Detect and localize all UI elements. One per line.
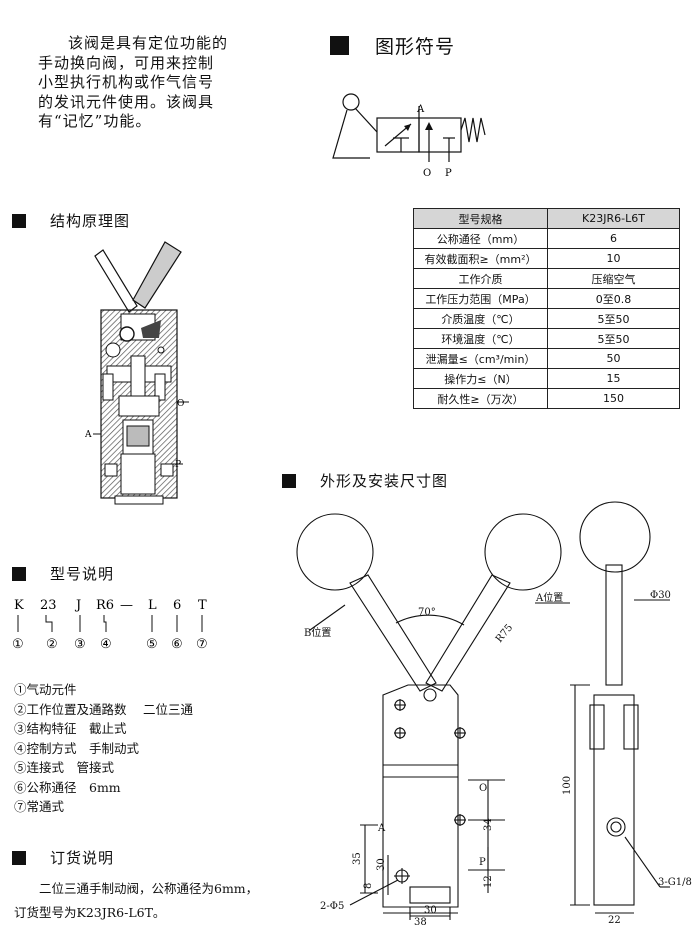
section-order-label: 订货说明 xyxy=(50,849,115,867)
section-symbol-label: 图形符号 xyxy=(375,36,456,58)
symbol-label-p: P xyxy=(445,168,452,179)
side-body xyxy=(593,694,635,906)
model-code-diagram: K 23 J R6 — L 6 T ① ② ③ ④ ⑤ ⑥ ⑦ xyxy=(12,598,208,652)
section-structure-title: 结构原理图 xyxy=(12,210,130,231)
marker-7: ⑦ xyxy=(196,637,208,652)
marker-1: ① xyxy=(12,637,24,652)
angle-arc xyxy=(395,614,465,626)
table-row: 耐久性≥（万次）150 xyxy=(413,388,680,409)
marker-4: ④ xyxy=(100,637,112,652)
symbol-label-o: O xyxy=(423,168,431,179)
table-row: 泄漏量≤（cm³/min）50 xyxy=(413,348,680,369)
list-item: ⑦常通式 xyxy=(14,799,65,814)
section-marker xyxy=(12,850,26,865)
model-part-k: K xyxy=(14,598,24,613)
section-structure-label: 结构原理图 xyxy=(50,212,131,230)
dim-label-a-position: A位置 xyxy=(535,591,563,604)
table-row: 操作力≤（N）15 xyxy=(413,368,680,389)
list-item: ④控制方式 手制动式 xyxy=(14,740,140,756)
spring-shape xyxy=(460,117,486,143)
spec-header-label: 型号规格 xyxy=(413,208,548,229)
knob-side-circle xyxy=(579,501,651,573)
model-part-l: L xyxy=(148,598,157,613)
spec-table: 型号规格 K23JR6-L6T 公称通径（mm）6 有效截面积≥（mm²）10 … xyxy=(413,208,680,409)
spec-table-header: 型号规格 K23JR6-L6T xyxy=(413,208,680,229)
symbol-label-a: A xyxy=(416,104,425,115)
table-row: 公称通径（mm）6 xyxy=(413,228,680,249)
structure-label-o: O xyxy=(177,399,184,409)
section-model-label: 型号说明 xyxy=(50,565,115,583)
order-paragraph: 二位三通手制动阀，公称通径为6mm，订货型号为K23JR6-L6T。 xyxy=(14,881,259,920)
section-model-title: 型号说明 xyxy=(12,563,114,584)
list-item: ③结构特征 截止式 xyxy=(14,721,127,736)
dim-label-30-vertical: 30 xyxy=(376,858,387,871)
section-marker xyxy=(12,566,26,581)
lever-a xyxy=(425,574,511,692)
dim-label-port-o: O xyxy=(479,783,487,794)
model-part-r6: R6 xyxy=(96,598,114,613)
table-row: 介质温度（℃）5至50 xyxy=(413,308,680,329)
list-item: ①气动元件 xyxy=(14,682,77,697)
dim-label-12: 12 xyxy=(483,875,494,888)
dim-label-30-horizontal: 30 xyxy=(424,905,437,916)
dim-label-radius: R75 xyxy=(494,622,515,645)
list-item: ⑥公称通径 6mm xyxy=(14,779,121,795)
model-part-6: 6 xyxy=(173,598,181,613)
list-item: ②工作位置及通路数 二位三通 xyxy=(14,701,193,717)
dim-label-port-a: A xyxy=(377,823,386,834)
section-marker xyxy=(282,473,296,488)
model-legend: ①气动元件 ②工作位置及通路数 二位三通 ③结构特征 截止式 ④控制方式 手制动… xyxy=(14,680,279,817)
section-symbol-title: 图形符号 xyxy=(330,32,455,59)
marker-5: ⑤ xyxy=(146,637,158,652)
section-order-title: 订货说明 xyxy=(12,847,114,868)
dim-label-34: 34 xyxy=(483,818,494,831)
dim-label-8: 8 xyxy=(363,883,374,889)
model-part-j: J xyxy=(74,598,81,613)
dim-label-38: 38 xyxy=(414,917,427,925)
structure-label-p: P xyxy=(175,460,181,470)
dim-label-35: 35 xyxy=(352,852,363,865)
dimension-drawing: B位置 A位置 70° R75 Φ30 O A P 34 12 35 30 8 … xyxy=(296,501,692,925)
front-body xyxy=(382,684,459,908)
dim-label-phi30: Φ30 xyxy=(650,590,671,601)
spec-header-model: K23JR6-L6T xyxy=(547,208,680,229)
valve-symbol-diagram: A O P xyxy=(332,93,486,179)
dim-label-b-position: B位置 xyxy=(304,626,331,639)
list-item: ⑤连接式 管接式 xyxy=(14,760,115,775)
structure-label-a: A xyxy=(85,430,92,440)
marker-2: ② xyxy=(46,637,58,652)
model-part-dash: — xyxy=(120,598,133,613)
section-dimensions-label: 外形及安装尺寸图 xyxy=(320,472,449,490)
table-row: 工作介质压缩空气 xyxy=(413,268,680,289)
model-part-t: T xyxy=(198,598,207,613)
table-row: 有效截面积≥（mm²）10 xyxy=(413,248,680,269)
lever-side xyxy=(605,564,623,686)
section-marker xyxy=(330,36,349,55)
dim-label-port-p: P xyxy=(479,857,486,868)
structure-drawing: O A P xyxy=(85,241,189,505)
model-part-23: 23 xyxy=(40,598,57,613)
knob-a-circle xyxy=(484,513,562,591)
dim-label-100: 100 xyxy=(562,776,573,795)
lever-handles xyxy=(94,241,182,313)
marker-3: ③ xyxy=(74,637,86,652)
section-marker xyxy=(12,213,26,228)
valve-box-right xyxy=(418,117,462,153)
lever-b xyxy=(349,574,437,692)
intro-paragraph: 该阀是具有定位功能的手动换向阀，可用来控制小型执行机构或作气信号的发讯元件使用。… xyxy=(38,34,229,130)
lever-knob-shape xyxy=(342,93,360,111)
table-row: 工作压力范围（MPa）0至0.8 xyxy=(413,288,680,309)
dim-label-22: 22 xyxy=(608,915,621,925)
dim-label-holes: 2-Φ5 xyxy=(320,901,344,912)
table-row: 环境温度（℃）5至50 xyxy=(413,328,680,349)
section-dimensions-title: 外形及安装尺寸图 xyxy=(282,470,448,491)
dim-label-angle: 70° xyxy=(418,607,436,618)
lever-shape xyxy=(332,109,370,159)
marker-6: ⑥ xyxy=(171,637,183,652)
dim-label-thread: 3-G1/8 xyxy=(658,877,692,888)
knob-b-circle xyxy=(296,513,374,591)
